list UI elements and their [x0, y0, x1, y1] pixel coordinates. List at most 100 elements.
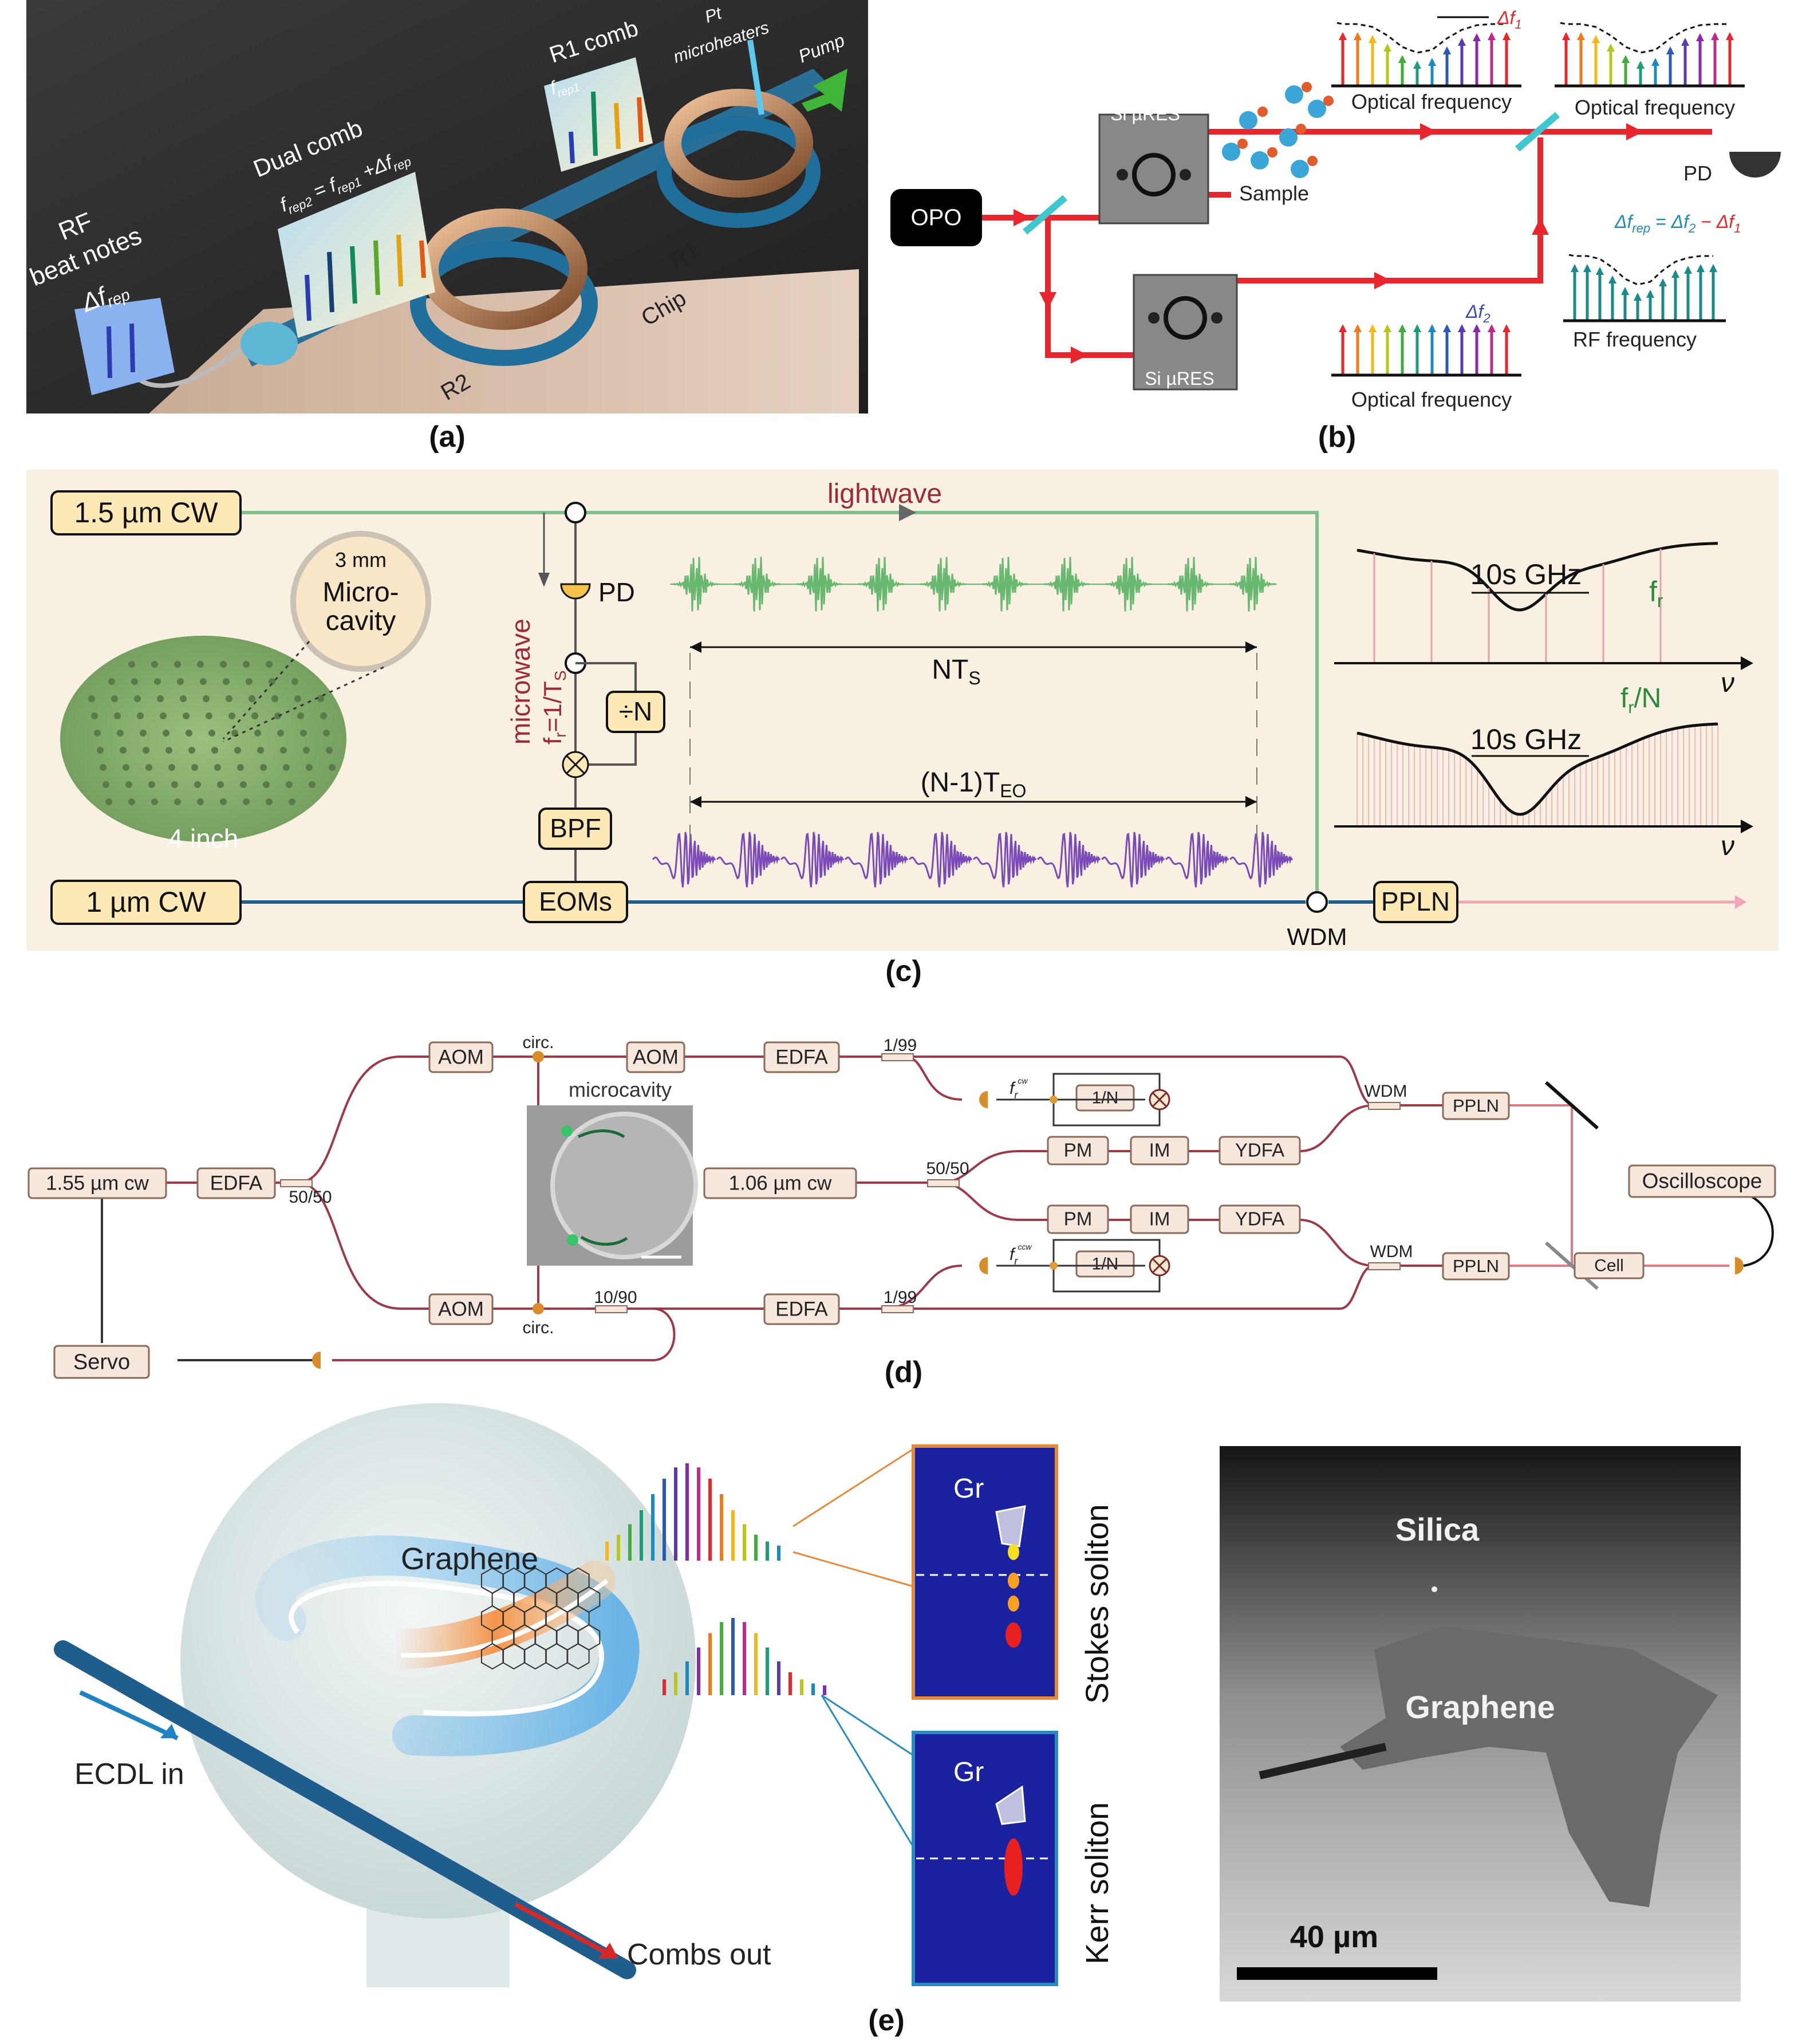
rf-loop-bottom — [996, 1239, 1161, 1293]
purple-pulse-7 — [1101, 832, 1165, 888]
kerr-graphene-flake — [995, 1785, 1026, 1825]
stokes-connector-2 — [792, 1551, 914, 1588]
microwave-label: microwave — [506, 619, 535, 745]
fiber-ydfa-wdm-top — [1299, 1104, 1375, 1152]
ppln-c-box — [1373, 881, 1458, 923]
wafer-dot-3-0 — [91, 712, 98, 719]
rf-bar-2 — [129, 323, 135, 373]
wafer-dot-0-5 — [197, 661, 204, 668]
wafer-dot-7-3 — [171, 781, 178, 788]
wafer-dot-7-4 — [194, 781, 201, 788]
graphene-lattice — [480, 1567, 601, 1670]
wafer-dot-3-4 — [183, 712, 190, 719]
panel-a-label: (a) — [429, 420, 466, 454]
wafer-dot-0-6 — [220, 661, 227, 668]
cw-arrow — [577, 1129, 625, 1139]
output-pink-arrow — [1735, 895, 1746, 909]
spec-head-2 — [1596, 267, 1604, 275]
ring-r2-waveguide — [410, 241, 598, 366]
spec-head-2 — [1369, 35, 1377, 43]
wafer-dot-6-7 — [260, 764, 267, 771]
circulator-dot-0 — [533, 1051, 544, 1062]
box-aom_bot — [428, 1293, 494, 1325]
box-label-im1: IM — [1149, 1140, 1170, 1161]
spec-head-7 — [1443, 46, 1451, 54]
wafer-dot-2-8 — [271, 695, 278, 702]
coupler-1 — [881, 1053, 914, 1061]
spec-head-9 — [1473, 324, 1481, 332]
gr-label-2: Gr — [953, 1757, 984, 1787]
r1-bar-1 — [569, 131, 575, 164]
delta-f1-label: Δf1 — [1497, 7, 1522, 31]
lightwave-label: lightwave — [827, 479, 942, 509]
microcavity-label: microcavity — [569, 1078, 672, 1101]
wafer-dot-7-5 — [217, 781, 224, 788]
box-edfa_left — [196, 1167, 276, 1199]
box-label-aom_mid: AOM — [633, 1046, 679, 1068]
gr-label-1: Gr — [953, 1474, 984, 1504]
combs-out-label: Combs out — [627, 1938, 771, 1971]
dense-envelope — [1357, 722, 1718, 816]
microcavity-disk — [550, 1112, 698, 1259]
coupler-0 — [280, 1179, 313, 1187]
stokes-connector-1 — [792, 1448, 914, 1527]
box-ppln2 — [1442, 1252, 1510, 1281]
graphene-flake-sem — [1340, 1626, 1718, 1907]
arrow-b3 — [1071, 346, 1088, 364]
box-osc — [1628, 1164, 1776, 1198]
coupler-2 — [881, 1305, 914, 1313]
arrow-b2 — [1039, 292, 1056, 309]
wafer-dot-4-2 — [140, 730, 147, 737]
wafer-dot-5-7 — [257, 747, 264, 754]
purple-pulse-8 — [1165, 832, 1229, 888]
ecdl-label: ECDL in — [74, 1758, 184, 1791]
spectrum-rf — [1563, 254, 1726, 322]
ecdl-arrow — [79, 1690, 179, 1740]
spec-head-3 — [1608, 275, 1616, 283]
spec-head-3 — [1383, 44, 1391, 52]
wafer-dot-2-7 — [249, 695, 255, 702]
wafer-dot-1-3 — [154, 678, 161, 685]
box-label-cw155: 1.55 µm cw — [46, 1172, 149, 1194]
mixer-x-2 — [566, 755, 585, 774]
spec-head-4 — [1621, 287, 1629, 295]
wafer-dot-6-2 — [145, 764, 152, 771]
wafer-dot-4-8 — [277, 730, 284, 737]
wafer-dot-8-4 — [197, 798, 204, 805]
spec-head-2 — [1369, 324, 1377, 332]
free-space-beam — [1509, 1104, 1729, 1267]
wafer-dot-4-1 — [117, 730, 124, 737]
dual-bar-6 — [419, 240, 426, 278]
panel-a: RF beat notes Δfrep Dual comb frep2 = fr… — [26, 0, 868, 454]
arrow-b6 — [1532, 218, 1549, 235]
graphene-sphere-label: Graphene — [401, 1542, 538, 1576]
panel-e-label: (e) — [868, 2004, 905, 2037]
wafer-dot-2-2 — [134, 695, 141, 702]
cw-1000-box — [50, 880, 242, 925]
wafer-dot-6-4 — [191, 764, 198, 771]
wafer-dot-5-2 — [143, 747, 149, 754]
split-5050-b-label: 50/50 — [926, 1159, 969, 1178]
box-label-ydfa1: YDFA — [1235, 1140, 1284, 1161]
r1-bar-2 — [591, 91, 598, 156]
spec-head-3 — [1607, 44, 1615, 52]
lensed-fiber-tip — [240, 322, 298, 365]
dense-comb-spectrum — [1357, 722, 1718, 826]
wafer-dot-7-7 — [263, 781, 270, 788]
wafer-dot-6-5 — [214, 764, 221, 771]
pd-ccw-icon — [979, 1257, 988, 1274]
ecdl-arrow-head — [160, 1724, 178, 1738]
split-5050-a-label: 50/50 — [289, 1188, 332, 1207]
spec-head-5 — [1637, 61, 1645, 69]
stokes-glow — [375, 1561, 616, 1669]
box-im2 — [1130, 1204, 1189, 1234]
spec-head-10 — [1488, 32, 1496, 40]
opo-box — [890, 189, 982, 246]
rf-node-bottom — [1050, 1262, 1058, 1270]
wafer-dot-1-5 — [200, 678, 207, 685]
rf-card — [74, 298, 175, 395]
nu-label-1: ν — [1721, 668, 1734, 698]
fiber-split-top — [275, 1056, 429, 1184]
wafer-dot-3-2 — [137, 712, 144, 719]
nts-arrow-head-right — [1245, 641, 1257, 653]
